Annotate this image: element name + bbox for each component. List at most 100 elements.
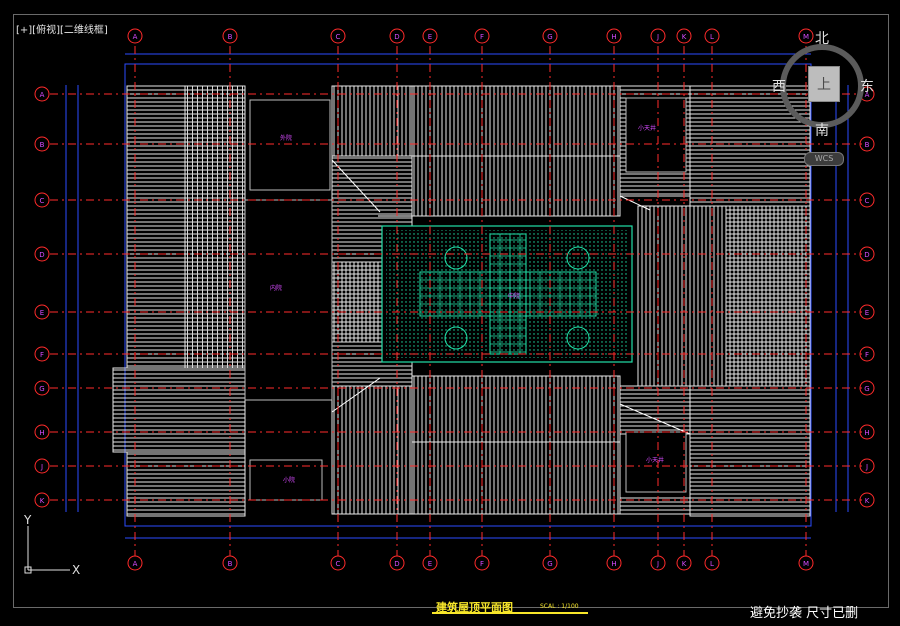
axis-bubble-bottom-circle [542,555,558,571]
axis-bubble-bottom-circle [650,555,666,571]
axis-bubble-right-circle [859,246,875,262]
axis-bubble-top-circle [422,28,438,44]
drawing-scale: SCAL : 1/100 [540,603,579,610]
room-labels: 外院 内院 小天井 小院 小天井 中院 [270,124,664,484]
axis-bubble-bottom-circle [389,555,405,571]
view-control-label[interactable]: [+][俯视][二维线框] [16,25,108,36]
room-label: 中院 [508,292,520,300]
compass-north[interactable]: 北 [815,31,829,47]
axis-bubble-top-label: M [803,33,809,41]
axis-bubble-top-label: K [682,33,687,41]
axis-bubble-right-circle [859,458,875,474]
axis-bubble-top-circle [606,28,622,44]
axis-bubble-bottom-label: J [656,560,659,568]
axis-bubble-bottom-circle [474,555,490,571]
axis-bubble-bottom-label: K [682,560,687,568]
axis-bubble-right-label: H [864,429,869,437]
axis-bubble-bottom-label: G [547,560,552,568]
axis-bubble-right-label: G [864,385,869,393]
drawing-title: 建筑屋顶平面图 [436,601,513,614]
compass-ring[interactable] [780,44,864,128]
axis-bubble-top-circle [650,28,666,44]
axis-bubble-bottom-circle [222,555,238,571]
dimension-lines [65,53,849,539]
axis-bubble-top-circle [676,28,692,44]
axis-bubble-right-circle [859,380,875,396]
axis-bubble-bottom-circle [127,555,143,571]
axis-bubble-top-circle [389,28,405,44]
axis-bubble-right-label: C [865,197,870,205]
compass-south[interactable]: 南 [815,123,829,139]
axis-bubble-left-circle [34,304,50,320]
axis-bubble-left-circle [34,492,50,508]
compass-east[interactable]: 东 [860,79,874,95]
axis-bubble-bottom-label: M [803,560,809,568]
central-garden [381,225,633,363]
axis-bubble-bottom-circle [798,555,814,571]
axis-bubble-right-circle [859,136,875,152]
viewcube[interactable]: 上 北 南 西 东 WCS [766,24,884,172]
axis-bubble-bottom-label: F [480,560,484,568]
axis-bubble-left-label: E [40,309,44,317]
axis-bubble-top-circle [330,28,346,44]
axis-bubble-left-label: J [40,463,43,471]
axis-bubble-right-circle [859,192,875,208]
roof-blocks [112,85,811,517]
compass-west[interactable]: 西 [772,79,786,95]
room-label: 小院 [283,476,295,484]
axis-bubble-left-label: K [40,497,45,505]
axis-bubble-left-label: B [40,141,45,149]
axis-grid [50,46,862,556]
title-underline [432,612,588,614]
axis-bubble-top-circle [798,28,814,44]
axis-bubble-top-label: D [394,33,399,41]
axis-bubble-bottom-circle [606,555,622,571]
axis-bubble-left-circle [34,458,50,474]
axis-bubble-bottom-circle [330,555,346,571]
axis-bubble-right-label: K [865,497,870,505]
axis-bubble-top-circle [222,28,238,44]
axis-bubble-top-circle [474,28,490,44]
axis-bubble-left-circle [34,380,50,396]
axis-bubble-bottom-label: H [611,560,616,568]
axis-bubble-left-circle [34,424,50,440]
axis-bubble-right-circle [859,424,875,440]
axis-bubble-bottom-label: B [228,560,233,568]
axis-bubble-top-circle [542,28,558,44]
axis-bubble-left-circle [34,246,50,262]
room-label: 外院 [280,134,292,142]
ucs-icon: Y X [23,513,80,577]
axis-bubble-left-circle [34,346,50,362]
axis-bubble-top-circle [704,28,720,44]
axis-bubble-right-label: E [865,309,869,317]
axis-bubble-right-circle [859,492,875,508]
axis-bubble-top-circle [127,28,143,44]
ucs-x-label: X [72,563,80,577]
axis-bubble-right-label: D [864,251,869,259]
wcs-menu-button[interactable]: WCS [804,152,844,166]
axis-bubble-left-circle [34,86,50,102]
axis-bubble-top-label: L [710,33,714,41]
viewport-border [13,14,889,608]
axis-bubble-top-label: A [133,33,138,41]
room-label: 内院 [270,284,282,292]
axis-bubble-right-label: F [865,351,869,359]
axis-bubble-right-label: J [865,463,868,471]
axis-bubble-left-label: A [40,91,45,99]
axis-bubble-top-label: C [336,33,341,41]
axis-bubble-left-circle [34,136,50,152]
axis-bubble-right-label: B [865,141,870,149]
axis-bubble-bottom-circle [422,555,438,571]
axis-bubble-left-circle [34,192,50,208]
room-label: 小天井 [638,124,656,132]
notice-text: 避免抄袭 尺寸已删 [750,606,859,621]
viewcube-top-face[interactable]: 上 [808,66,840,102]
axis-bubble-top-label: B [228,33,233,41]
axis-bubble-left-label: H [39,429,44,437]
axis-bubble-bottom-circle [704,555,720,571]
room-label: 小天井 [646,456,664,464]
axis-bubble-top-label: J [656,33,659,41]
